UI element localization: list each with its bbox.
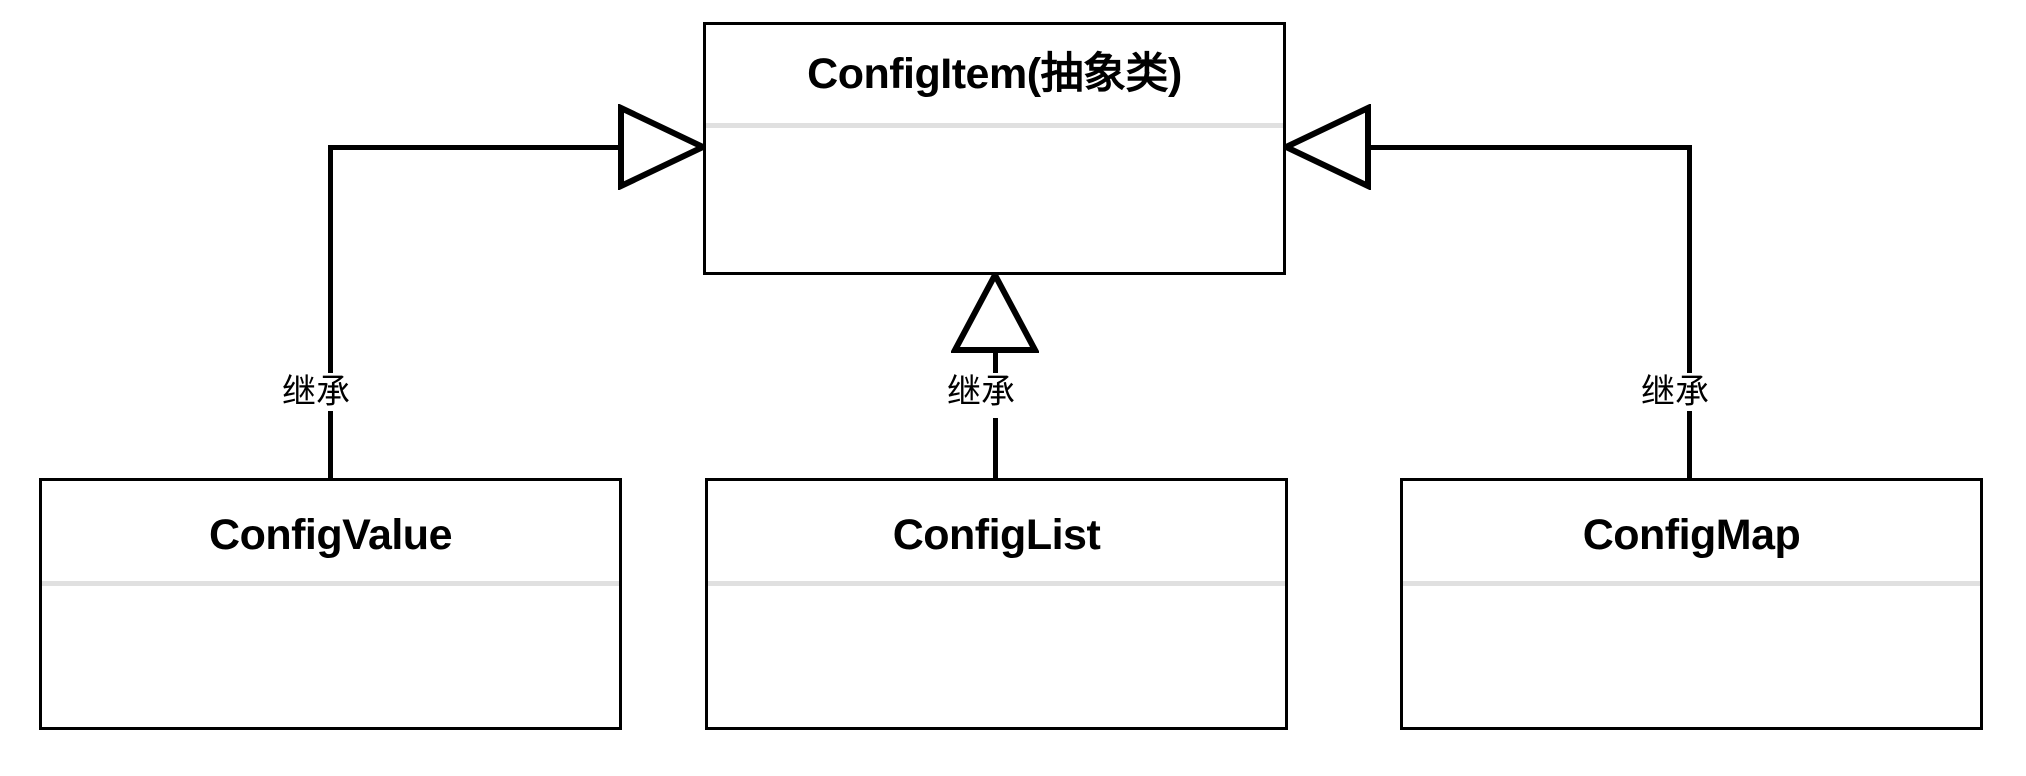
class-members-compartment-configvalue bbox=[42, 586, 619, 727]
edge-configlist-vertical-lower bbox=[993, 418, 998, 480]
class-box-configmap[interactable]: ConfigMap bbox=[1400, 478, 1983, 730]
edge-configvalue-horizontal bbox=[328, 145, 618, 150]
class-compartment-divider bbox=[706, 123, 1283, 128]
edge-configlist-vertical-upper bbox=[993, 350, 998, 380]
edge-configmap-horizontal bbox=[1370, 145, 1692, 150]
class-members-compartment-configlist bbox=[708, 586, 1285, 727]
edge-configmap-vertical bbox=[1687, 145, 1692, 525]
class-box-configlist[interactable]: ConfigList bbox=[705, 478, 1288, 730]
class-name-configvalue: ConfigValue bbox=[209, 511, 452, 559]
edge-label-configmap: 继承 bbox=[1637, 373, 1713, 411]
edge-label-configlist: 继承 bbox=[943, 373, 1019, 411]
edge-label-configvalue: 继承 bbox=[278, 373, 354, 411]
class-name-configlist: ConfigList bbox=[892, 511, 1101, 559]
class-box-configvalue[interactable]: ConfigValue bbox=[39, 478, 622, 730]
generalization-arrowhead-right bbox=[1282, 104, 1372, 190]
generalization-arrowhead-left bbox=[617, 104, 707, 190]
class-compartment-divider bbox=[42, 581, 619, 586]
edge-configvalue-vertical bbox=[328, 145, 333, 525]
class-compartment-divider bbox=[1403, 581, 1980, 586]
class-members-compartment-configitem bbox=[706, 128, 1283, 272]
class-compartment-divider bbox=[708, 581, 1285, 586]
class-members-compartment-configmap bbox=[1403, 586, 1980, 727]
class-name-configmap: ConfigMap bbox=[1582, 511, 1801, 559]
class-name-configitem: ConfigItem(抽象类) bbox=[807, 50, 1182, 98]
generalization-arrowhead-middle bbox=[951, 272, 1039, 354]
class-box-configitem[interactable]: ConfigItem(抽象类) bbox=[703, 22, 1286, 275]
